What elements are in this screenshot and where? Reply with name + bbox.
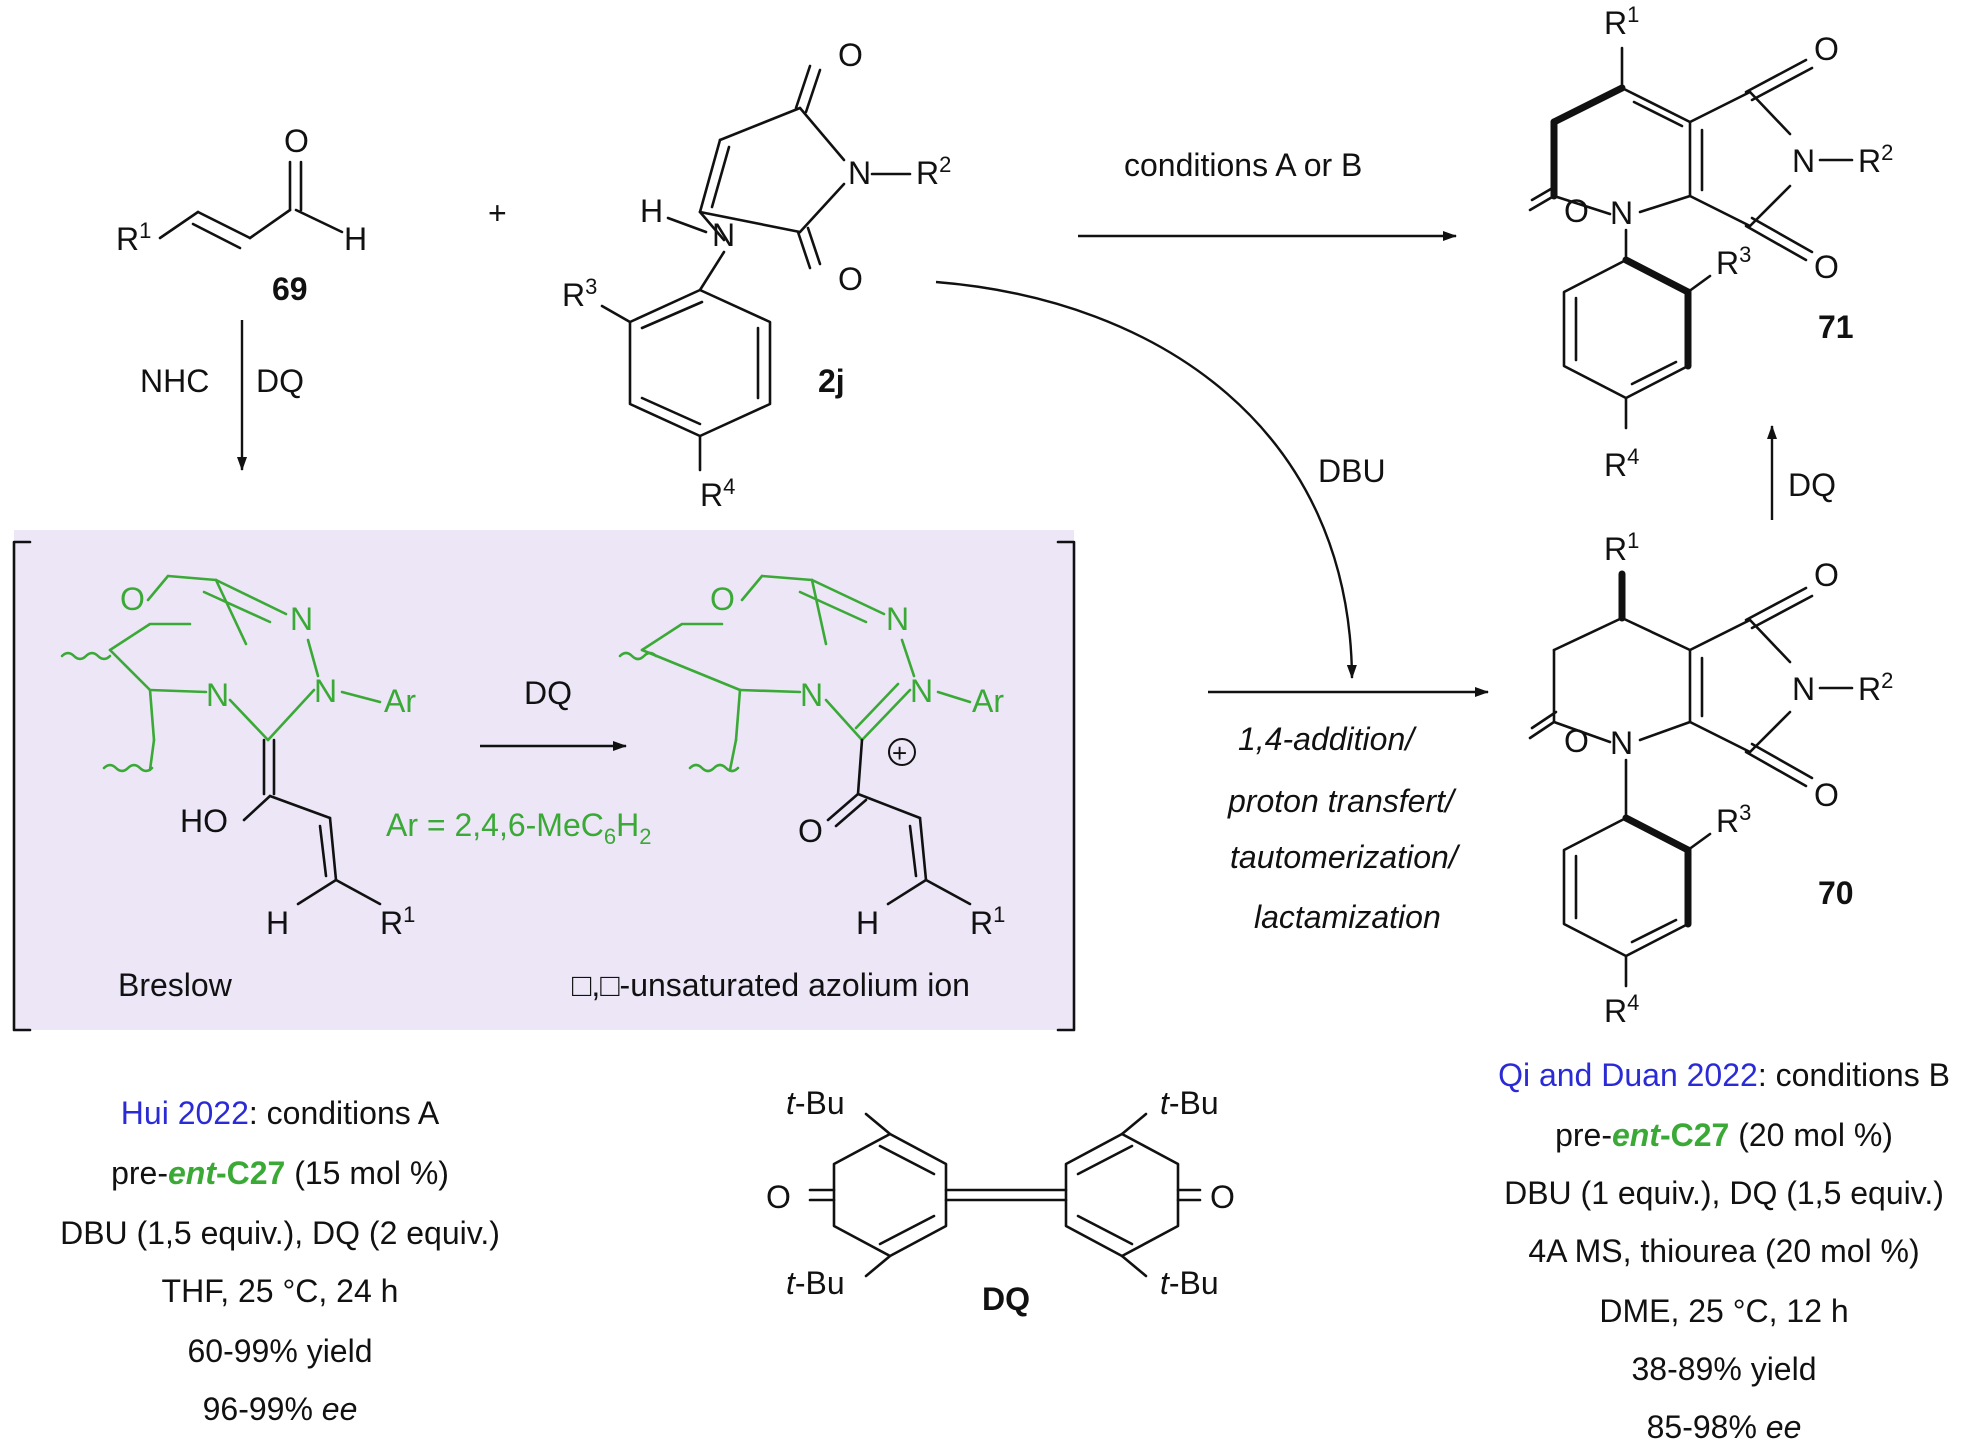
aldehyde-o: O <box>284 123 309 159</box>
azolium-h: H <box>856 905 879 941</box>
azolium-ar: Ar <box>972 683 1004 719</box>
label-70: 70 <box>1818 875 1854 911</box>
plus-sign: + <box>488 195 507 231</box>
ar-definition: Ar = 2,4,6-MeC6H2 <box>386 807 651 849</box>
azolium-r1: R1 <box>970 902 1005 941</box>
label-69: 69 <box>272 271 308 307</box>
amine-h: H <box>640 193 663 229</box>
dq-o-right: O <box>1210 1179 1235 1215</box>
p71-o-top: O <box>1814 31 1839 67</box>
amine-n: N <box>712 217 735 253</box>
maleimide-o-bottom: O <box>838 261 863 297</box>
compound-2j: O O N R2 N H R3 R4 2j <box>562 37 951 513</box>
conditions-a-line-2: THF, 25 °C, 24 h <box>162 1273 399 1309</box>
compound-71: R1 O N O O N R2 R3 R4 71 <box>1528 2 1893 483</box>
p71-r2: R2 <box>1858 140 1893 179</box>
maleimide-o-top: O <box>838 37 863 73</box>
curved-arrow <box>935 280 1357 679</box>
breslow-ar: Ar <box>384 683 416 719</box>
conditions-b-ee: 85-98% ee <box>1647 1409 1802 1445</box>
conditions-a: Hui 2022: conditions A pre-ent-C27 (15 m… <box>60 1095 500 1427</box>
conditions-b-line-4: 38-89% yield <box>1632 1351 1817 1387</box>
conditions-a-title: Hui 2022: conditions A <box>121 1095 440 1131</box>
azolium-charge: + <box>892 738 907 768</box>
azolium-n1: N <box>886 601 909 637</box>
conditions-b-line-3: DME, 25 °C, 12 h <box>1599 1293 1848 1329</box>
mechanism-step-4: lactamization <box>1254 899 1441 935</box>
curved-arrow-label: DBU <box>1318 453 1386 489</box>
dq-tbu-1: t-Bu <box>786 1085 845 1121</box>
conditions-b-line-1: DBU (1 equiv.), DQ (1,5 equiv.) <box>1504 1175 1944 1211</box>
compound-70: R1 O N O O N R2 R3 R4 70 <box>1528 528 1893 1029</box>
down-arrow-label-dq: DQ <box>256 363 304 399</box>
azolium-carbonyl-o: O <box>798 813 823 849</box>
compound-69: O H R1 69 <box>116 123 367 307</box>
dq-tbu-3: t-Bu <box>1160 1085 1219 1121</box>
conditions-a-line-1: DBU (1,5 equiv.), DQ (2 equiv.) <box>60 1215 500 1251</box>
aldehyde-h: H <box>344 221 367 257</box>
p70-n2: N <box>1792 671 1815 707</box>
conditions-b-catalyst: pre-ent-C27 (20 mol %) <box>1555 1117 1893 1153</box>
azolium-n3: N <box>800 677 823 713</box>
p70-r4: R4 <box>1604 990 1639 1029</box>
p71-o-left: O <box>1564 193 1589 229</box>
conditions-a-ee: 96-99% ee <box>203 1391 358 1427</box>
p70-r1: R1 <box>1604 528 1639 567</box>
bracket-background <box>14 530 1074 1030</box>
aryl-r3: R3 <box>562 274 597 313</box>
conditions-a-line-3: 60-99% yield <box>188 1333 373 1369</box>
p71-n1: N <box>1610 195 1633 231</box>
conditions-b: Qi and Duan 2022: conditions B pre-ent-C… <box>1498 1057 1950 1445</box>
aryl-r4: R4 <box>700 474 735 513</box>
left-bracket <box>12 540 32 1032</box>
aldehyde-r1: R1 <box>116 218 151 257</box>
azolium-intermediate: O N N Ar N + O H R1 □,□-unsaturated azo <box>572 574 1005 1003</box>
down-arrow-label-nhc: NHC <box>140 363 209 399</box>
breslow-intermediate: O N N Ar N HO H R1 Breslow <box>60 574 416 1003</box>
p71-n2: N <box>1792 143 1815 179</box>
top-arrow-label: conditions A or B <box>1124 147 1362 183</box>
breslow-n1: N <box>290 601 313 637</box>
p70-o-left: O <box>1564 723 1589 759</box>
maleimide-n: N <box>848 155 871 191</box>
conditions-b-line-2: 4A MS, thiourea (20 mol %) <box>1528 1233 1919 1269</box>
p70-r2: R2 <box>1858 668 1893 707</box>
p70-o-bottom: O <box>1814 777 1839 813</box>
maleimide-r2: R2 <box>916 152 951 191</box>
bracket-arrow-label: DQ <box>524 675 572 711</box>
mechanism-step-3: tautomerization/ <box>1230 839 1461 875</box>
p71-o-bottom: O <box>1814 249 1839 285</box>
p70-o-top: O <box>1814 557 1839 593</box>
dq-structure: O O t-Bu t-Bu t-Bu t-Bu DQ <box>766 1085 1235 1317</box>
dq-o-left: O <box>766 1179 791 1215</box>
p71-r3: R3 <box>1716 242 1751 281</box>
breslow-ho: HO <box>180 803 228 839</box>
azolium-o: O <box>710 581 735 617</box>
azolium-label: □,□-unsaturated azolium ion <box>572 967 970 1003</box>
mechanism-step-1: 1,4-addition/ <box>1238 721 1417 757</box>
breslow-r1: R1 <box>380 902 415 941</box>
azolium-n2: N <box>910 673 933 709</box>
up-arrow-label: DQ <box>1788 467 1836 503</box>
p71-r4: R4 <box>1604 444 1639 483</box>
breslow-n2: N <box>314 673 337 709</box>
p70-n1: N <box>1610 725 1633 761</box>
p70-r3: R3 <box>1716 800 1751 839</box>
dq-tbu-2: t-Bu <box>786 1265 845 1301</box>
mechanism-step-2: proton transfert/ <box>1227 783 1457 819</box>
dq-tbu-4: t-Bu <box>1160 1265 1219 1301</box>
p71-r1: R1 <box>1604 2 1639 41</box>
dq-label: DQ <box>982 1281 1030 1317</box>
label-71: 71 <box>1818 309 1854 345</box>
label-2j: 2j <box>818 363 845 399</box>
conditions-a-catalyst: pre-ent-C27 (15 mol %) <box>111 1155 449 1191</box>
breslow-n3: N <box>206 677 229 713</box>
breslow-h: H <box>266 905 289 941</box>
breslow-label: Breslow <box>118 967 233 1003</box>
right-bracket <box>1056 540 1076 1032</box>
breslow-o: O <box>120 581 145 617</box>
conditions-b-title: Qi and Duan 2022: conditions B <box>1498 1057 1950 1093</box>
